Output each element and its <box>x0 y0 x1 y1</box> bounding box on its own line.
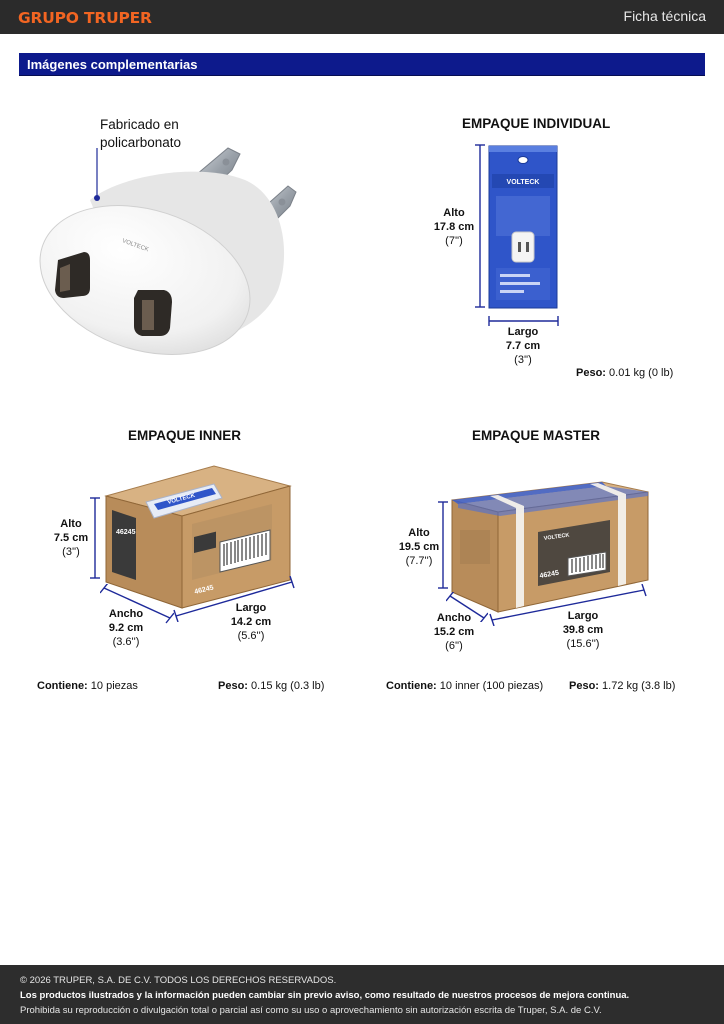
master-weight: Peso: 1.72 kg (3.8 lb) <box>569 680 675 692</box>
inner-box-image: VOLTECK 46245 46245 <box>104 465 292 609</box>
master-height-dimension <box>438 501 448 589</box>
inner-box-code-side: 46245 <box>116 529 136 536</box>
master-box-brand: VOLTECK <box>543 532 569 542</box>
footer-copyright: © 2026 TRUPER, S.A. DE C.V. TODOS LOS DE… <box>20 975 337 986</box>
individual-largo-in: (3'') <box>514 354 532 366</box>
inner-largo-cm: 14.2 cm <box>230 616 272 628</box>
master-ancho-cm: 15.2 cm <box>433 626 475 638</box>
master-box-code: 46245 <box>539 570 559 580</box>
individual-pack-image: VOLTECK <box>488 145 558 309</box>
master-peso-value: 1.72 kg (3.8 lb) <box>602 680 676 692</box>
individual-pack-brand: VOLTECK <box>507 179 540 186</box>
individual-peso-value: 0.01 kg (0 lb) <box>609 367 674 379</box>
inner-contiene-value: 10 piezas <box>90 680 138 692</box>
master-box-image: VOLTECK 46245 <box>451 481 649 613</box>
top-bar: GRUPO TRUPER Ficha técnica <box>0 0 724 34</box>
inner-ancho-cm: 9.2 cm <box>108 622 144 634</box>
section-title-bar: Imágenes complementarias <box>19 53 705 76</box>
truper-logo: GRUPO TRUPER <box>18 9 152 27</box>
individual-height-dimension <box>475 144 485 308</box>
individual-weight: Peso: 0.01 kg (0 lb) <box>576 367 673 379</box>
material-note-line2: policarbonato <box>100 135 182 150</box>
inner-alto-in: (3'') <box>62 546 80 558</box>
inner-weight: Peso: 0.15 kg (0.3 lb) <box>218 680 324 692</box>
individual-alto-cm: 17.8 cm <box>433 221 475 233</box>
master-largo-cm: 39.8 cm <box>562 624 604 636</box>
master-alto-in: (7.7'') <box>405 555 433 567</box>
inner-ancho-label: Ancho <box>108 608 144 620</box>
master-peso-label: Peso: <box>569 680 599 692</box>
master-largo-label: Largo <box>567 610 599 622</box>
individual-largo-label: Largo <box>507 326 539 338</box>
inner-width-dimension <box>100 584 174 624</box>
inner-largo-in: (5.6'') <box>237 630 265 642</box>
master-width-dimension <box>446 592 488 622</box>
inner-contents: Contiene: 10 piezas <box>37 680 138 692</box>
inner-largo-label: Largo <box>235 602 267 614</box>
inner-length-dimension <box>173 576 295 622</box>
master-ancho-in: (6'') <box>445 640 463 652</box>
master-length-dimension <box>489 584 647 626</box>
master-contiene-label: Contiene: <box>386 680 437 692</box>
individual-largo-cm: 7.7 cm <box>505 340 541 352</box>
individual-length-dimension <box>488 316 559 326</box>
inner-peso-label: Peso: <box>218 680 248 692</box>
master-largo-in: (15.6'') <box>566 638 600 650</box>
inner-height-dimension <box>90 497 100 579</box>
individual-alto-in: (7'') <box>445 235 463 247</box>
product-adapter-image: VOLTECK <box>39 147 297 355</box>
individual-peso-label: Peso: <box>576 367 606 379</box>
individual-pack-title: EMPAQUE INDIVIDUAL <box>462 116 611 131</box>
master-alto-label: Alto <box>408 527 430 539</box>
master-alto-cm: 19.5 cm <box>398 541 440 553</box>
footer-notice: Los productos ilustrados y la informació… <box>20 990 630 1001</box>
section-title: Imágenes complementarias <box>27 57 198 72</box>
inner-alto-cm: 7.5 cm <box>53 532 89 544</box>
individual-alto-label: Alto <box>443 207 465 219</box>
document-type: Ficha técnica <box>623 8 706 24</box>
inner-contiene-label: Contiene: <box>37 680 88 692</box>
master-pack-title: EMPAQUE MASTER <box>472 428 601 443</box>
footer-prohibition: Prohibida su reproducción o divulgación … <box>20 1005 602 1016</box>
inner-box-code-front: 46245 <box>194 584 215 596</box>
material-note-line1: Fabricado en <box>100 117 179 132</box>
inner-ancho-in: (3.6'') <box>112 636 140 648</box>
inner-peso-value: 0.15 kg (0.3 lb) <box>251 680 325 692</box>
inner-pack-title: EMPAQUE INNER <box>128 428 242 443</box>
inner-alto-label: Alto <box>60 518 82 530</box>
master-contiene-value: 10 inner (100 piezas) <box>439 680 544 692</box>
footer: © 2026 TRUPER, S.A. DE C.V. TODOS LOS DE… <box>0 965 724 1024</box>
callout-line <box>94 148 100 201</box>
master-contents: Contiene: 10 inner (100 piezas) <box>386 680 543 692</box>
master-ancho-label: Ancho <box>436 612 472 624</box>
